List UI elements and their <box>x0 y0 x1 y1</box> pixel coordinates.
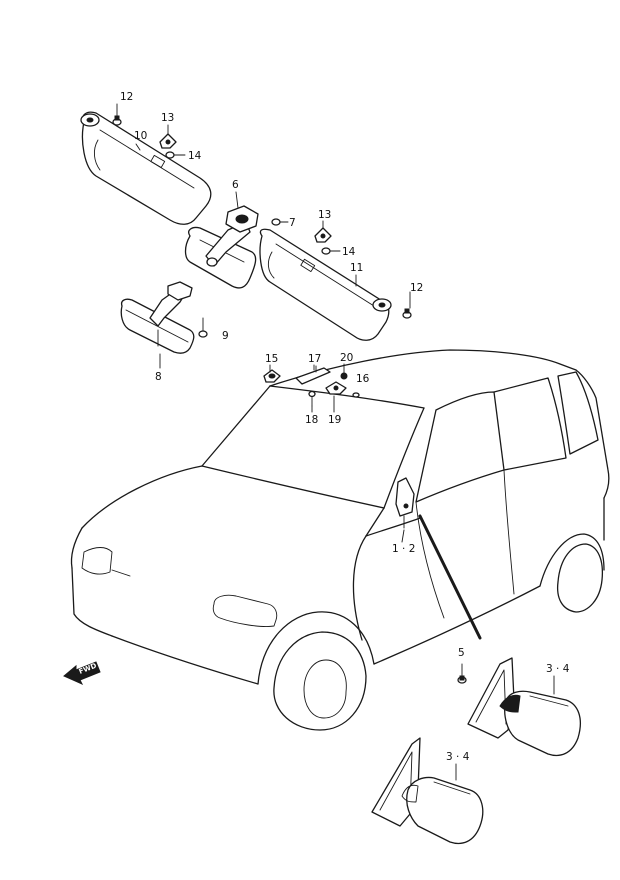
door-mirror-left <box>371 737 484 845</box>
callout-17: 17 <box>308 353 321 365</box>
inside-mirror-upper <box>184 205 259 289</box>
vehicle-outline <box>70 349 610 731</box>
callout-16: 16 <box>356 373 370 385</box>
callout-14-right: 14 <box>342 246 356 258</box>
callout-15: 15 <box>265 353 278 365</box>
front-direction-arrow: FWD <box>63 661 101 686</box>
callout-14-left: 14 <box>188 150 202 162</box>
callout-6: 6 <box>232 179 239 191</box>
callout-12-upper-left: 12 <box>120 91 133 103</box>
callout-20: 20 <box>340 352 353 364</box>
sun-visor-right <box>259 228 392 341</box>
callout-3-4-right: 3 · 4 <box>546 663 570 675</box>
screw-12-right <box>402 291 412 319</box>
screw-14-right <box>321 247 341 255</box>
screw-5 <box>457 663 467 684</box>
callout-12-right: 12 <box>410 282 423 294</box>
clip-13-left <box>159 124 177 149</box>
callout-9: 9 <box>222 330 229 342</box>
rear-view-mirror <box>120 281 195 354</box>
callout-7: 7 <box>289 217 296 229</box>
clip-20 <box>340 372 348 380</box>
leader-line <box>418 514 482 640</box>
clip-13-right <box>314 220 332 243</box>
clip-16 <box>352 392 360 398</box>
callout-13-left: 13 <box>161 112 174 124</box>
screw-14-left <box>165 151 186 159</box>
callout-5: 5 <box>458 647 465 659</box>
label-leaders <box>135 143 555 781</box>
callout-3-4-left: 3 · 4 <box>446 751 470 763</box>
callout-10: 10 <box>134 130 147 142</box>
mirror-garnish <box>395 477 415 529</box>
screw-7 <box>271 218 289 226</box>
callout-13-right: 13 <box>318 209 331 221</box>
callout-8: 8 <box>155 371 162 383</box>
screw-9 <box>198 317 208 338</box>
callout-labels: 12 13 10 14 6 7 13 14 11 12 9 8 15 17 20… <box>120 91 570 763</box>
door-mirror-right <box>467 657 581 757</box>
callout-1-2: 1 · 2 <box>392 543 415 555</box>
screw-12-left <box>112 103 122 126</box>
sun-visor-left <box>80 111 212 225</box>
callout-11: 11 <box>350 262 363 274</box>
bracket-19 <box>325 381 347 395</box>
handle-bracket-17 <box>295 365 331 385</box>
screw-18 <box>308 390 316 407</box>
callout-19: 19 <box>328 414 341 426</box>
roof-fastener-15 <box>263 369 281 383</box>
callout-18: 18 <box>305 414 318 426</box>
